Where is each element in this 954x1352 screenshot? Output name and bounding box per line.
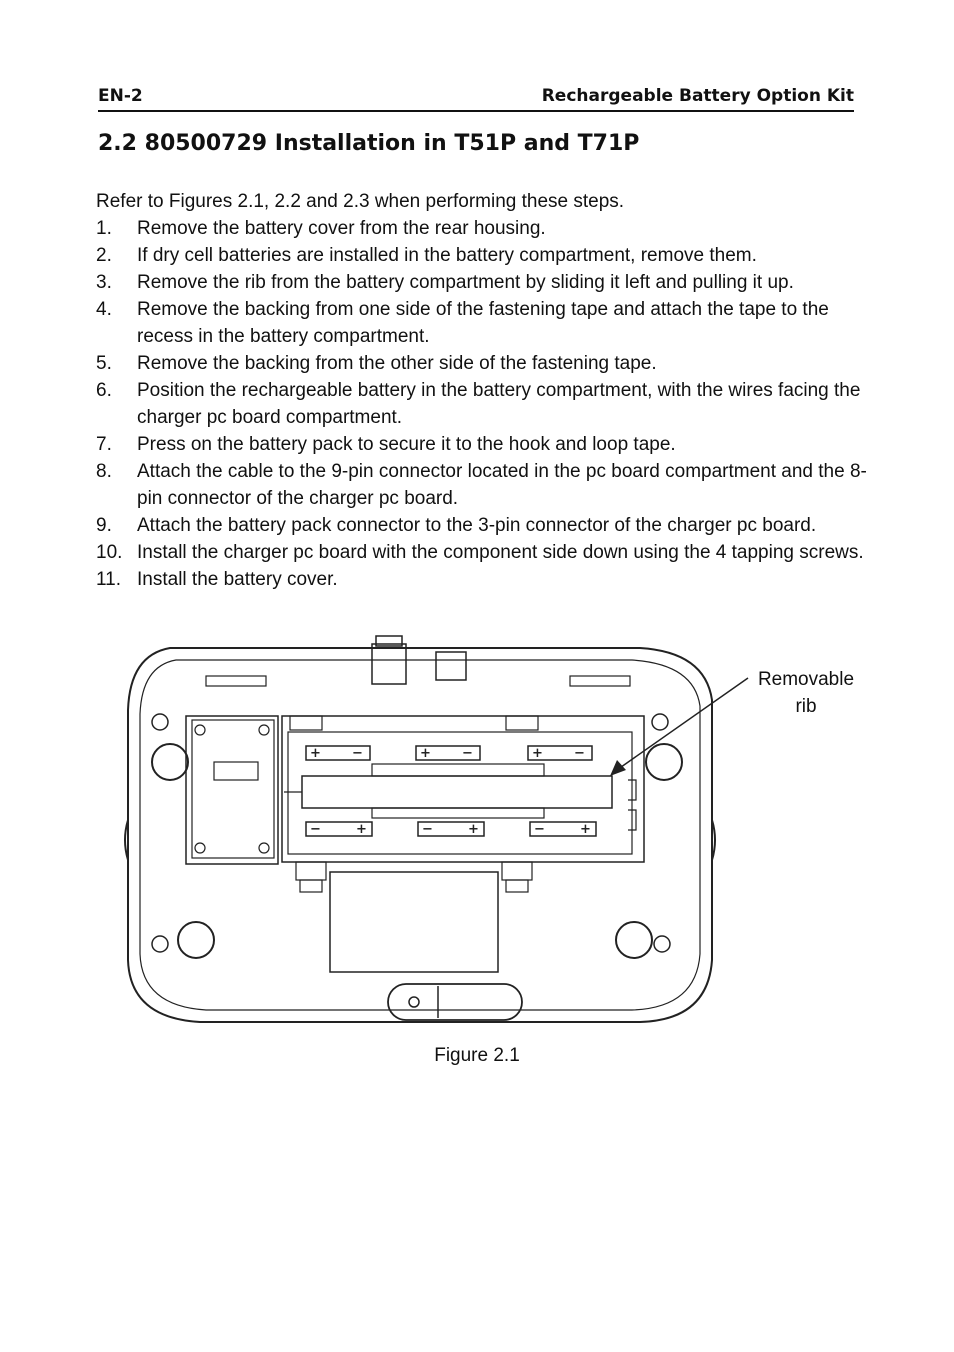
step-number: 3. xyxy=(96,272,112,293)
step-4: 4. Remove the backing from one side of th… xyxy=(96,296,876,350)
step-5: 5. Remove the backing from the other side… xyxy=(96,350,876,377)
step-number: 7. xyxy=(96,434,112,455)
step-number: 6. xyxy=(96,380,112,401)
step-text: Remove the rib from the battery compartm… xyxy=(137,272,794,293)
step-text: Attach the cable to the 9-pin connector … xyxy=(137,461,867,509)
battery-polarity-label: − xyxy=(422,822,433,837)
step-11: 11. Install the battery cover. xyxy=(96,566,876,593)
steps-list: 1. Remove the battery cover from the rear… xyxy=(96,215,876,593)
battery-polarity-label: + xyxy=(310,746,321,761)
step-text: Install the battery cover. xyxy=(137,569,338,590)
step-text: Remove the backing from one side of the … xyxy=(137,299,829,347)
step-text: Position the rechargeable battery in the… xyxy=(137,380,861,428)
step-1: 1. Remove the battery cover from the rear… xyxy=(96,215,876,242)
figure-caption: Figure 2.1 xyxy=(434,1045,520,1066)
battery-polarity-label: − xyxy=(310,822,321,837)
battery-compartment-figure: + − + − + − − + − + − + xyxy=(124,635,749,1023)
battery-polarity-label: − xyxy=(574,746,585,761)
step-text: Install the charger pc board with the co… xyxy=(137,542,864,563)
battery-polarity-label: + xyxy=(420,746,431,761)
battery-polarity-label: + xyxy=(468,822,479,837)
step-8: 8. Attach the cable to the 9-pin connecto… xyxy=(96,458,876,512)
battery-polarity-label: + xyxy=(532,746,543,761)
battery-polarity-label: + xyxy=(580,822,591,837)
step-text: Press on the battery pack to secure it t… xyxy=(137,434,676,455)
step-number: 1. xyxy=(96,218,112,239)
step-2: 2. If dry cell batteries are installed in… xyxy=(96,242,876,269)
step-number: 4. xyxy=(96,299,112,320)
section-title: 2.2 80500729 Installation in T51P and T7… xyxy=(98,131,640,156)
battery-polarity-label: + xyxy=(356,822,367,837)
page-number: EN-2 xyxy=(98,86,143,106)
step-text: Remove the battery cover from the rear h… xyxy=(137,218,546,239)
step-number: 11. xyxy=(96,569,122,590)
step-number: 10. xyxy=(96,542,123,563)
callout-line-1: Removable xyxy=(757,669,855,690)
step-9: 9. Attach the battery pack connector to t… xyxy=(96,512,876,539)
step-text: Attach the battery pack connector to the… xyxy=(137,515,817,536)
step-number: 8. xyxy=(96,461,112,482)
step-text: If dry cell batteries are installed in t… xyxy=(137,245,757,266)
step-number: 5. xyxy=(96,353,112,374)
callout-line-2: rib xyxy=(795,696,817,717)
removable-rib-callout: Removable rib xyxy=(750,666,862,720)
step-text: Remove the backing from the other side o… xyxy=(137,353,657,374)
step-number: 2. xyxy=(96,245,112,266)
intro-text: Refer to Figures 2.1, 2.2 and 2.3 when p… xyxy=(96,191,625,212)
step-3: 3. Remove the rib from the battery compar… xyxy=(96,269,876,296)
step-6: 6. Position the rechargeable battery in t… xyxy=(96,377,876,431)
document-title: Rechargeable Battery Option Kit xyxy=(541,86,854,106)
step-10: 10. Install the charger pc board with the… xyxy=(96,539,876,566)
battery-polarity-label: − xyxy=(462,746,473,761)
step-number: 9. xyxy=(96,515,112,536)
step-7: 7. Press on the battery pack to secure it… xyxy=(96,431,876,458)
page-header: EN-2 Rechargeable Battery Option Kit xyxy=(98,84,854,112)
battery-polarity-label: − xyxy=(352,746,363,761)
battery-polarity-label: − xyxy=(534,822,545,837)
